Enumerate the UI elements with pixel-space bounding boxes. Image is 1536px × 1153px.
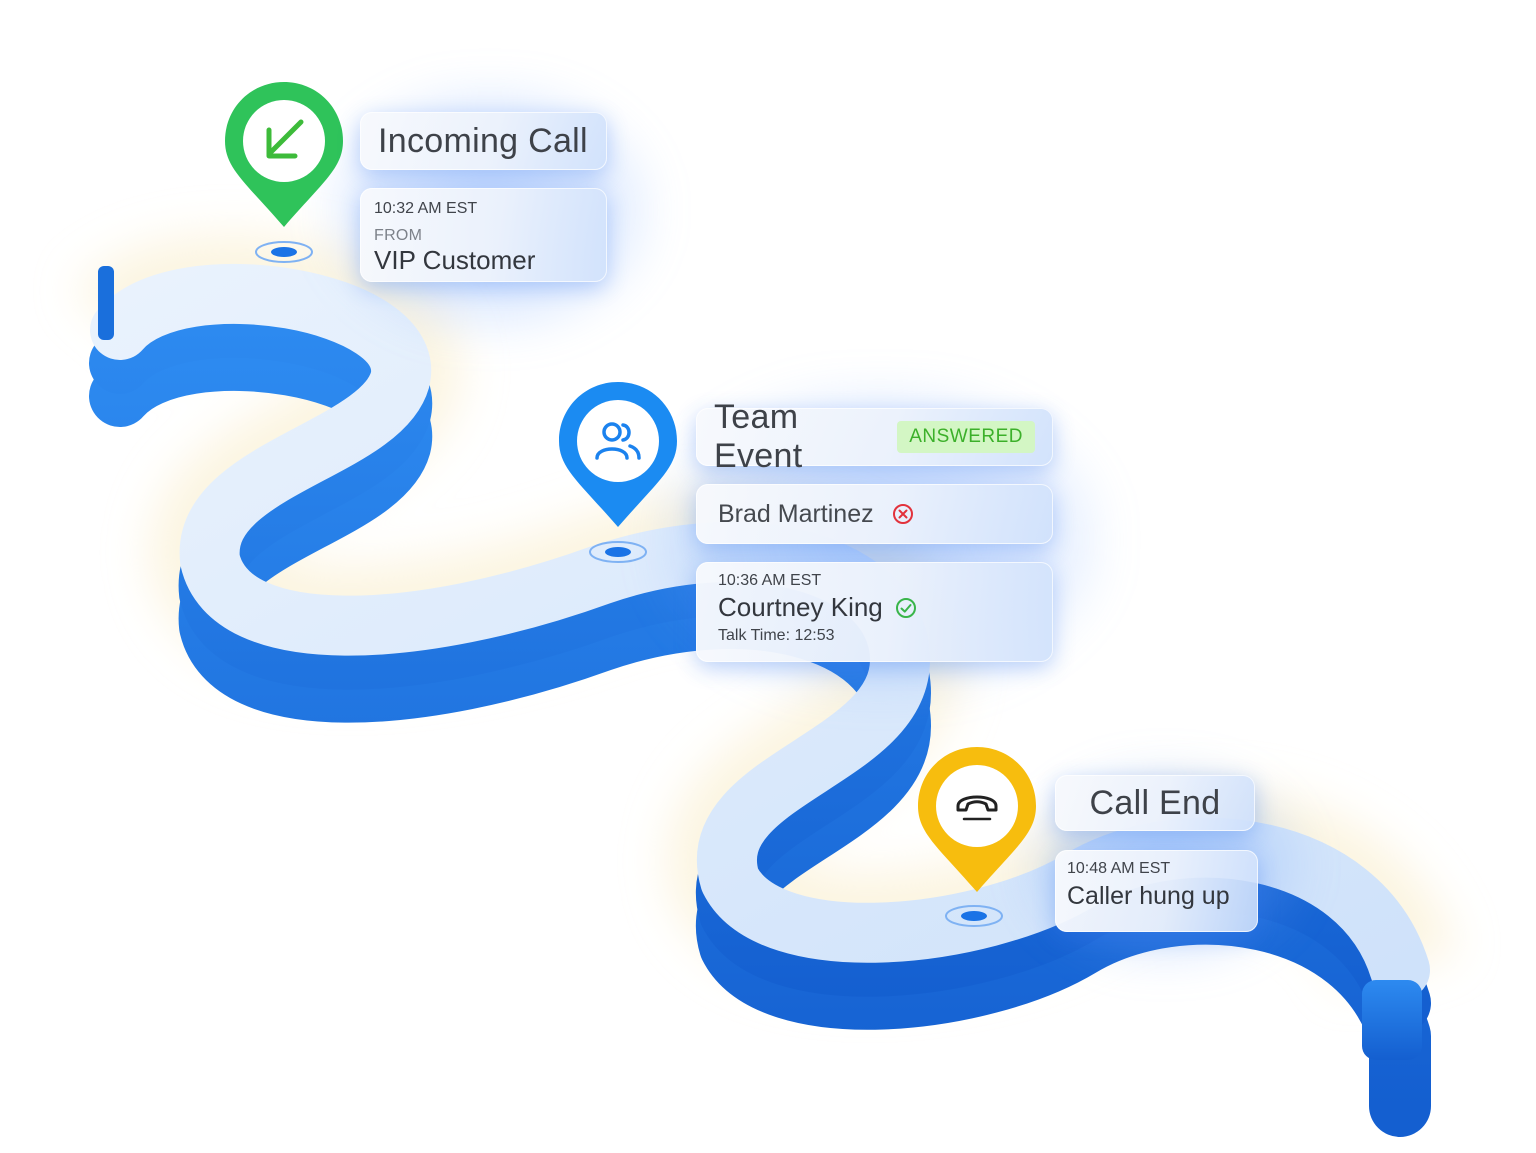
accepted-agent-name: Courtney King [718, 592, 883, 622]
road-marker-team [589, 541, 647, 563]
end-detail-card: 10:48 AM EST Caller hung up [1055, 850, 1258, 932]
team-title: Team Event [714, 398, 803, 475]
road-marker-incoming [255, 241, 313, 263]
check-circle-icon [895, 597, 917, 619]
incoming-title-card: Incoming Call [360, 112, 607, 170]
declined-agent-name: Brad Martinez [718, 499, 874, 528]
declined-agent-card: Brad Martinez [696, 484, 1053, 544]
talk-time: Talk Time: 12:53 [718, 627, 835, 644]
end-detail: Caller hung up [1067, 882, 1230, 910]
team-title-card: Team Event ANSWERED [696, 398, 1053, 475]
road-start-cap [98, 266, 114, 340]
incoming-time: 10:32 AM EST [374, 200, 478, 217]
end-title-card: Call End [1055, 775, 1255, 831]
accepted-agent-card: 10:36 AM EST Courtney King Talk Time: 12… [696, 562, 1053, 662]
hang-up-icon [936, 765, 1018, 847]
road-marker-end [945, 905, 1003, 927]
x-circle-icon [892, 503, 914, 525]
answered-badge: ANSWERED [897, 421, 1035, 453]
end-time: 10:48 AM EST [1067, 860, 1171, 877]
team-pin [559, 382, 677, 527]
incoming-pin [225, 82, 343, 227]
users-icon [577, 400, 659, 482]
accepted-time: 10:36 AM EST [718, 572, 822, 589]
end-title: Call End [1089, 783, 1221, 822]
road-end-cap [1362, 980, 1422, 1060]
incoming-from-label: FROM [374, 227, 423, 244]
incoming-from-value: VIP Customer [374, 245, 536, 275]
incoming-title: Incoming Call [378, 121, 588, 160]
incoming-detail-card: 10:32 AM EST FROM VIP Customer [360, 188, 607, 282]
end-pin [918, 747, 1036, 892]
arrow-down-left-icon [243, 100, 325, 182]
